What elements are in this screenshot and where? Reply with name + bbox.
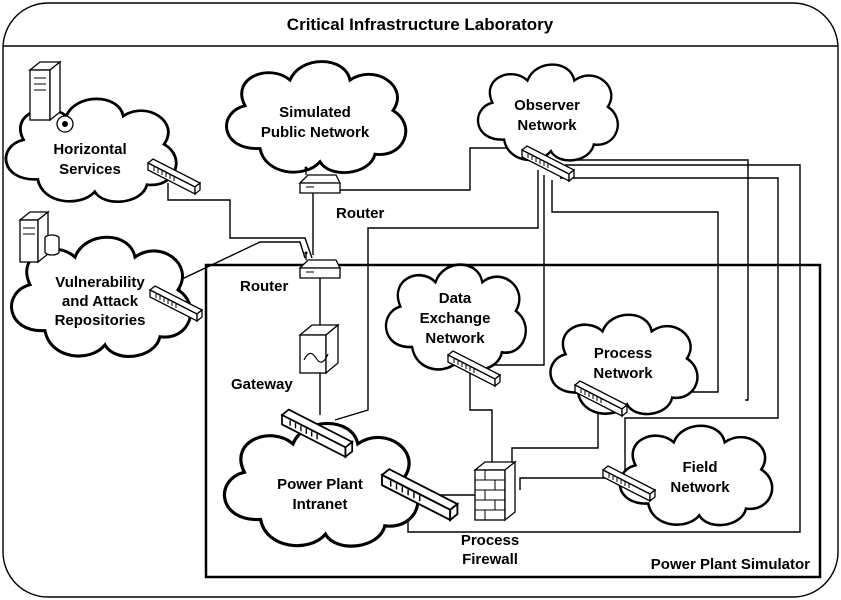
data-exchange-label: Data <box>439 290 472 307</box>
data-exchange-label-2: Exchange <box>420 310 491 327</box>
firewall-icon <box>473 460 517 522</box>
horizontal-services-label-2: Services <box>59 161 121 178</box>
intranet-label-2: Intranet <box>292 496 347 513</box>
cloud-simulated-public-network: Simulated Public Network <box>225 60 408 175</box>
cloud-vulnerability-repositories: Vulnerability and Attack Repositories <box>10 235 193 358</box>
data-exchange-label-3: Network <box>425 330 485 347</box>
vulnerability-label-2: and Attack <box>62 293 139 310</box>
public-network-label-2: Public Network <box>261 124 370 141</box>
cloud-observer-network: Observer Network <box>476 63 620 162</box>
router-lab-icon <box>299 250 341 279</box>
cloud-data-exchange-network: Data Exchange Network <box>384 263 528 372</box>
horizontal-services-label: Horizontal <box>53 141 126 158</box>
vulnerability-label: Vulnerability <box>55 274 145 291</box>
firewall-label-2: Firewall <box>462 551 518 568</box>
gateway-icon <box>298 323 340 375</box>
cloud-field-network: Field Network <box>618 424 774 527</box>
router-top-label: Router <box>336 205 384 222</box>
cloud-horizontal-services: Horizontal Services <box>4 97 178 204</box>
process-network-label: Process <box>594 345 652 362</box>
simulator-label: Power Plant Simulator <box>651 556 810 573</box>
observer-network-label-2: Network <box>517 117 577 134</box>
field-network-label: Field <box>682 459 717 476</box>
server-icon <box>28 60 74 133</box>
process-network-label-2: Network <box>593 365 653 382</box>
field-network-label-2: Network <box>670 479 730 496</box>
observer-network-label: Observer <box>514 97 580 114</box>
database-server-icon <box>18 210 60 264</box>
vulnerability-label-3: Repositories <box>55 312 146 329</box>
intranet-label: Power Plant <box>277 476 363 493</box>
gateway-label: Gateway <box>231 376 293 393</box>
cloud-process-network: Process Network <box>549 313 699 416</box>
diagram-title: Critical Infrastructure Laboratory <box>287 15 554 34</box>
router-bottom-label: Router <box>240 278 288 295</box>
cloud-power-plant-intranet: Power Plant Intranet <box>222 421 420 548</box>
public-network-label: Simulated <box>279 104 351 121</box>
firewall-label: Process <box>461 532 519 549</box>
simulator-boundary <box>204 263 822 579</box>
